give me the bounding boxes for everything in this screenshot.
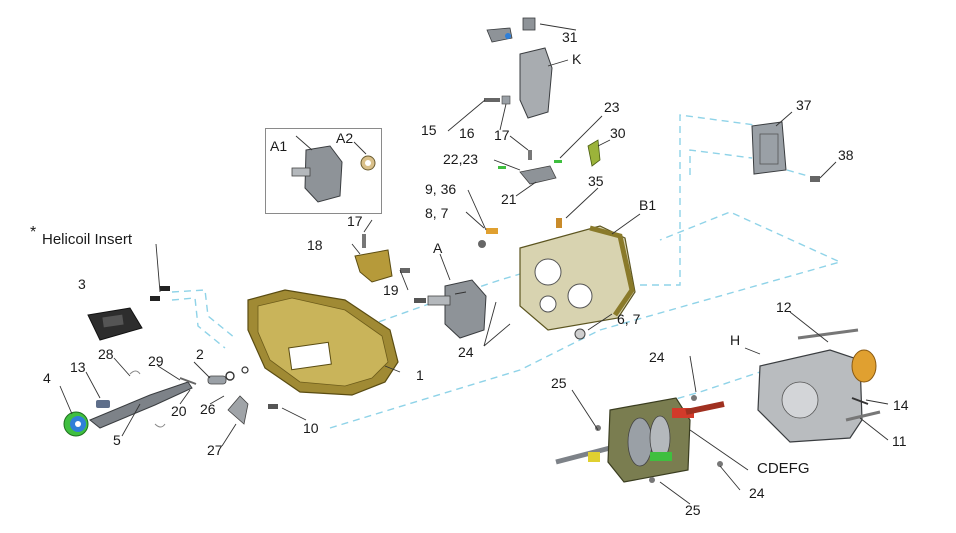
callout-B1: B1 xyxy=(639,197,657,213)
callout-12: 12 xyxy=(776,299,792,315)
note-helicoil-insert: Helicoil Insert xyxy=(42,231,133,248)
callout-13: 13 xyxy=(70,359,86,375)
callout-9-36: 9, 36 xyxy=(425,181,457,197)
callout-2: 2 xyxy=(196,346,204,362)
callout-25-a: 25 xyxy=(551,375,567,391)
callout-15: 15 xyxy=(421,122,437,138)
callout-25-b: 25 xyxy=(685,502,701,518)
gear-cluster-part xyxy=(555,395,725,483)
callout-10: 10 xyxy=(303,420,319,436)
callout-3: 3 xyxy=(78,276,86,292)
callout-31: 31 xyxy=(562,29,578,45)
callout-35: 35 xyxy=(588,173,604,189)
callout-A2: A2 xyxy=(336,130,354,146)
callout-14: 14 xyxy=(893,397,909,413)
release-bearing-part xyxy=(63,411,89,437)
callout-27: 27 xyxy=(207,442,223,458)
shifter-assembly-part xyxy=(478,17,601,248)
callout-30: 30 xyxy=(610,125,626,141)
callout-6-7-a: 6, 7 xyxy=(617,311,641,327)
callout-21: 21 xyxy=(501,191,517,207)
leader-lines xyxy=(59,23,889,505)
callout-A: A xyxy=(433,240,443,256)
callout-H: H xyxy=(730,332,741,348)
small-hardware-left xyxy=(96,286,278,428)
callout-23: 23 xyxy=(604,99,620,115)
callout-19: 19 xyxy=(383,282,399,298)
note-star: * xyxy=(30,224,37,241)
release-fork-part xyxy=(89,381,193,429)
extension-housing-part xyxy=(757,328,881,443)
callout-38: 38 xyxy=(838,147,854,163)
callout-4: 4 xyxy=(43,370,51,386)
callout-17-b: 17 xyxy=(347,213,363,229)
callout-22-23: 22,23 xyxy=(443,151,479,167)
clutch-housing-part xyxy=(247,289,399,396)
callout-24-b: 24 xyxy=(649,349,665,365)
callout-37: 37 xyxy=(796,97,812,113)
boot-part xyxy=(87,307,143,341)
callout-17-a: 17 xyxy=(494,127,510,143)
detail-inset-box xyxy=(265,128,382,214)
inset-front-cover-part xyxy=(291,145,376,203)
callout-CDEFG: CDEFG xyxy=(757,460,810,477)
callout-20: 20 xyxy=(171,403,187,419)
cover-plate-part xyxy=(751,121,820,182)
callout-11: 11 xyxy=(892,433,907,449)
callout-K: K xyxy=(572,51,582,67)
callout-A1: A1 xyxy=(270,138,288,154)
callout-18: 18 xyxy=(307,237,323,253)
callout-29: 29 xyxy=(148,353,164,369)
front-cover-part xyxy=(414,279,487,339)
callout-26: 26 xyxy=(200,401,216,417)
callout-28: 28 xyxy=(98,346,114,362)
callout-5: 5 xyxy=(113,432,121,448)
callout-24-c: 24 xyxy=(749,485,765,501)
main-case-part xyxy=(519,218,636,340)
callout-24-a: 24 xyxy=(458,344,474,360)
callout-16: 16 xyxy=(459,125,475,141)
callout-8-7: 8, 7 xyxy=(425,205,449,221)
bracket-part xyxy=(354,234,410,283)
callout-1: 1 xyxy=(416,367,424,383)
